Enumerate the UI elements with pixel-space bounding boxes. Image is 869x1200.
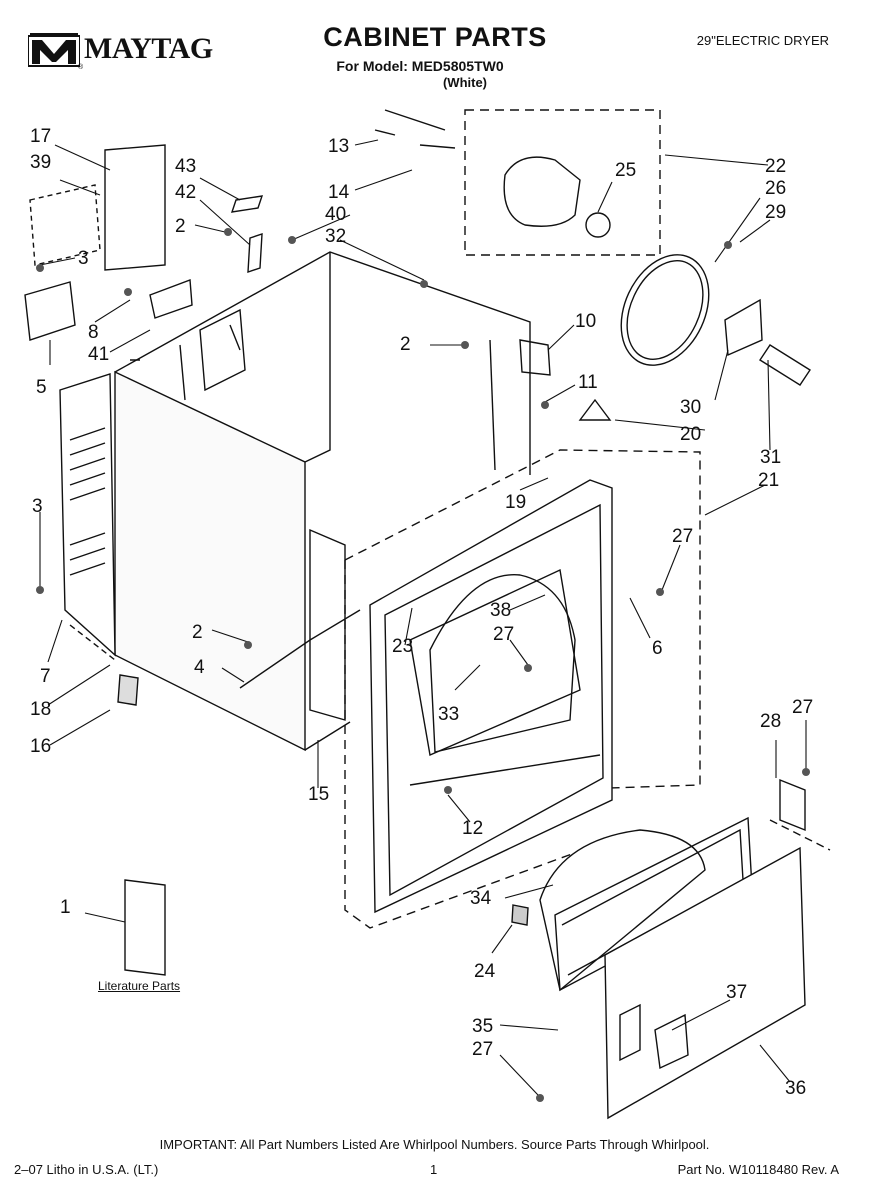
callout-15: 15	[308, 784, 329, 805]
callout-19: 19	[505, 492, 526, 513]
callout-25: 25	[615, 160, 636, 181]
page-title: CABINET PARTS	[323, 22, 547, 52]
callout-3: 3	[32, 496, 43, 517]
callout-33: 33	[438, 704, 459, 725]
maytag-logo: MAYTAG ®	[28, 28, 223, 74]
callout-42: 42	[175, 182, 196, 203]
callout-27: 27	[792, 697, 813, 718]
callout-41: 41	[88, 344, 109, 365]
callout-24: 24	[474, 961, 496, 982]
small-parts	[24, 144, 831, 976]
callout-3: 3	[78, 248, 89, 269]
part-fasteners	[36, 228, 810, 1102]
callout-10: 10	[575, 311, 596, 332]
callout-27: 27	[472, 1039, 493, 1060]
callout-2: 2	[400, 334, 411, 355]
product-type: 29"ELECTRIC DRYER	[696, 33, 829, 48]
callout-39: 39	[30, 152, 51, 173]
callout-4: 4	[194, 657, 205, 678]
callout-20: 20	[680, 424, 701, 445]
callout-31: 31	[760, 447, 781, 468]
litho-info: 2–07 Litho in U.S.A. (LT.)	[14, 1162, 159, 1177]
motor	[374, 109, 661, 256]
callout-40: 40	[325, 204, 346, 225]
page-number: 1	[430, 1162, 438, 1177]
front-panel	[239, 449, 701, 929]
brand-name: MAYTAG	[84, 32, 213, 65]
literature-parts-label: Literature Parts	[98, 979, 181, 993]
callout-16: 16	[30, 736, 51, 757]
callout-22: 22	[765, 156, 786, 177]
callout-26: 26	[765, 178, 786, 199]
door-assembly	[539, 816, 806, 1120]
callout-21: 21	[758, 470, 779, 491]
maytag-m-logo-icon	[28, 33, 80, 67]
cabinet-body	[59, 251, 531, 752]
callout-12: 12	[462, 818, 483, 839]
callout-29: 29	[765, 202, 786, 223]
callout-38: 38	[490, 600, 511, 621]
callout-32: 32	[325, 226, 346, 247]
callout-14: 14	[328, 182, 350, 203]
callout-1: 1	[60, 897, 71, 918]
callout-5: 5	[36, 377, 47, 398]
callout-30: 30	[680, 397, 701, 418]
callout-27: 27	[493, 624, 514, 645]
callout-28: 28	[760, 711, 781, 732]
callout-23: 23	[392, 636, 413, 657]
callout-11: 11	[578, 372, 598, 393]
callout-27: 27	[672, 526, 693, 547]
callout-18: 18	[30, 699, 51, 720]
callout-35: 35	[472, 1016, 493, 1037]
callout-2: 2	[192, 622, 203, 643]
callout-34: 34	[470, 888, 492, 909]
model-number: For Model: MED5805TW0	[336, 58, 504, 74]
callout-6: 6	[652, 638, 663, 659]
callout-8: 8	[88, 322, 99, 343]
callout-17: 17	[30, 126, 51, 147]
drive-belt	[620, 254, 710, 366]
callout-36: 36	[785, 1078, 806, 1099]
callout-2: 2	[175, 216, 186, 237]
document-part-number: Part No. W10118480 Rev. A	[677, 1162, 839, 1177]
model-variant: (White)	[442, 75, 488, 90]
leader-lines	[39, 139, 807, 1096]
registered-mark: ®	[78, 64, 84, 71]
callout-13: 13	[328, 136, 349, 157]
callout-7: 7	[40, 666, 51, 687]
callout-37: 37	[726, 982, 747, 1003]
important-note: IMPORTANT: All Part Numbers Listed Are W…	[159, 1137, 710, 1152]
callout-43: 43	[175, 156, 196, 177]
